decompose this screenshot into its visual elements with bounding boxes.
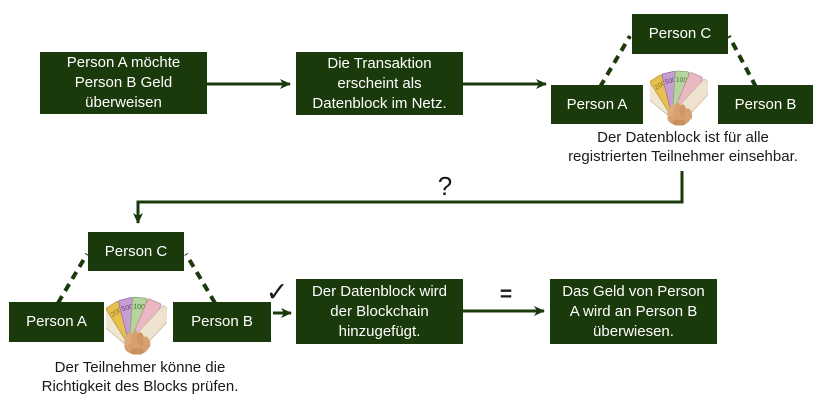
- step-box-datablock-appears: Die Transaktion erscheint als Datenblock…: [296, 52, 463, 115]
- svg-text:100: 100: [676, 77, 688, 85]
- step-box-money-transferred: Das Geld von Person A wird an Person B ü…: [550, 279, 717, 344]
- euro-cash-fan-icon: 200 500 100: [650, 70, 708, 126]
- person-c-box-bottom: Person C: [88, 232, 184, 271]
- person-c-box-top: Person C: [632, 14, 728, 54]
- equals-symbol: =: [499, 283, 513, 306]
- dashed-link-botC-botB: [184, 252, 217, 305]
- svg-text:500: 500: [664, 77, 677, 87]
- person-b-box-bottom: Person B: [173, 302, 271, 342]
- svg-text:500: 500: [121, 303, 134, 314]
- dashed-link-topC-topA: [598, 34, 632, 89]
- caption-datablock-visible: Der Datenblock ist für alle registrierte…: [568, 129, 798, 165]
- svg-text:100: 100: [133, 302, 145, 311]
- euro-cash-fan-icon: 200 500 100: [106, 296, 167, 355]
- step-box-added-to-blockchain: Der Datenblock wird der Blockchain hinzu…: [296, 279, 463, 344]
- step-box-transfer-request: Person A möchte Person B Geld überweisen: [40, 52, 207, 114]
- caption-participants-verify: Der Teilnehmer könne die Richtigkeit des…: [41, 359, 239, 395]
- dashed-link-topC-topB: [727, 35, 758, 88]
- person-b-box-top: Person B: [718, 85, 813, 124]
- dashed-link-botC-botA: [56, 252, 89, 305]
- elbow-connector: [133, 171, 684, 224]
- check-mark-icon: ✓: [265, 277, 289, 307]
- person-a-box-top: Person A: [551, 85, 643, 124]
- question-mark-symbol: ?: [437, 171, 453, 201]
- person-a-box-bottom: Person A: [9, 302, 104, 342]
